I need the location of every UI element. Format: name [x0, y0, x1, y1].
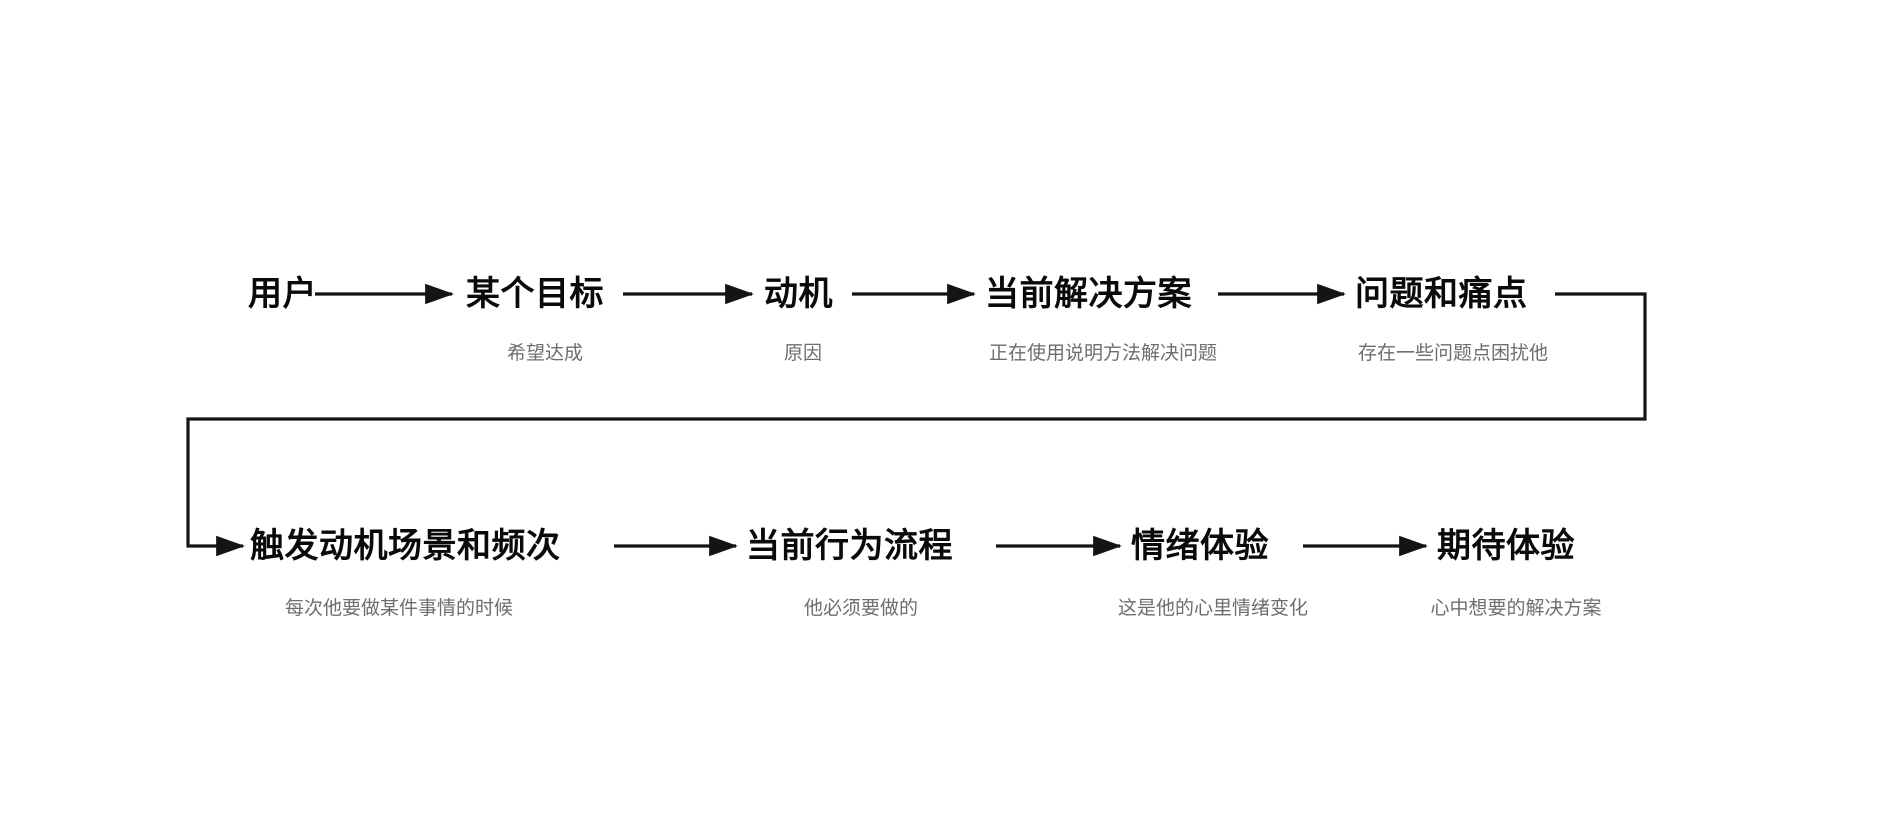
- node-label-n1: 用户: [248, 275, 317, 313]
- connector-group: [186, 283, 1647, 557]
- node-label-n5: 问题和痛点: [1355, 275, 1528, 313]
- node-label-n3: 动机: [764, 275, 833, 313]
- node-subtitle-n5: 存在一些问题点困扰他: [1357, 343, 1549, 364]
- node-subtitle-n3: 原因: [783, 343, 823, 364]
- node-label-n6: 触发动机场景和频次: [250, 527, 561, 565]
- node-subtitle-n7: 他必须要做的: [803, 598, 919, 619]
- node-label-n2: 某个目标: [466, 275, 604, 313]
- node-subtitle-n2: 希望达成: [506, 343, 584, 364]
- node-subtitle-n6: 每次他要做某件事情的时候: [284, 598, 514, 619]
- node-label-n4: 当前解决方案: [985, 275, 1192, 313]
- node-subtitle-n8: 这是他的心里情绪变化: [1117, 598, 1309, 619]
- connector-a5: [186, 292, 1647, 557]
- node-label-n8: 情绪体验: [1131, 527, 1269, 565]
- node-label-n9: 期待体验: [1437, 527, 1575, 565]
- node-subtitle-n9: 心中想要的解决方案: [1430, 598, 1602, 619]
- node-label-n7: 当前行为流程: [746, 527, 953, 565]
- node-subtitle-n4: 正在使用说明方法解决问题: [988, 343, 1218, 364]
